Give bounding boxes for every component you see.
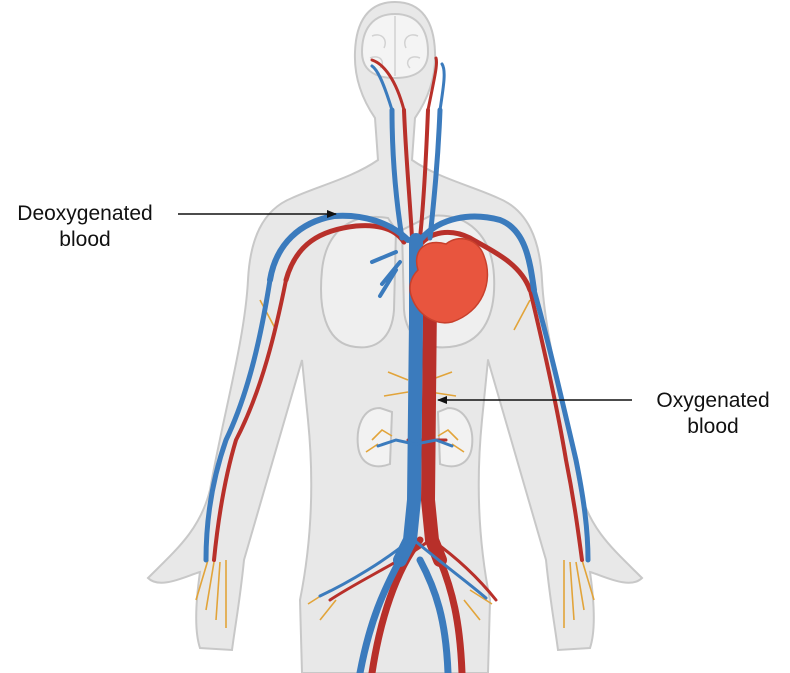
oxygenated-label-line2: blood	[638, 414, 788, 440]
deoxygenated-blood-label: Deoxygenated blood	[10, 201, 160, 253]
oxygenated-label-line1: Oxygenated	[638, 388, 788, 414]
deoxygenated-label-line2: blood	[10, 227, 160, 253]
oxygenated-blood-label: Oxygenated blood	[638, 388, 788, 440]
deoxygenated-label-line1: Deoxygenated	[10, 201, 160, 227]
brain-outline	[362, 14, 428, 78]
